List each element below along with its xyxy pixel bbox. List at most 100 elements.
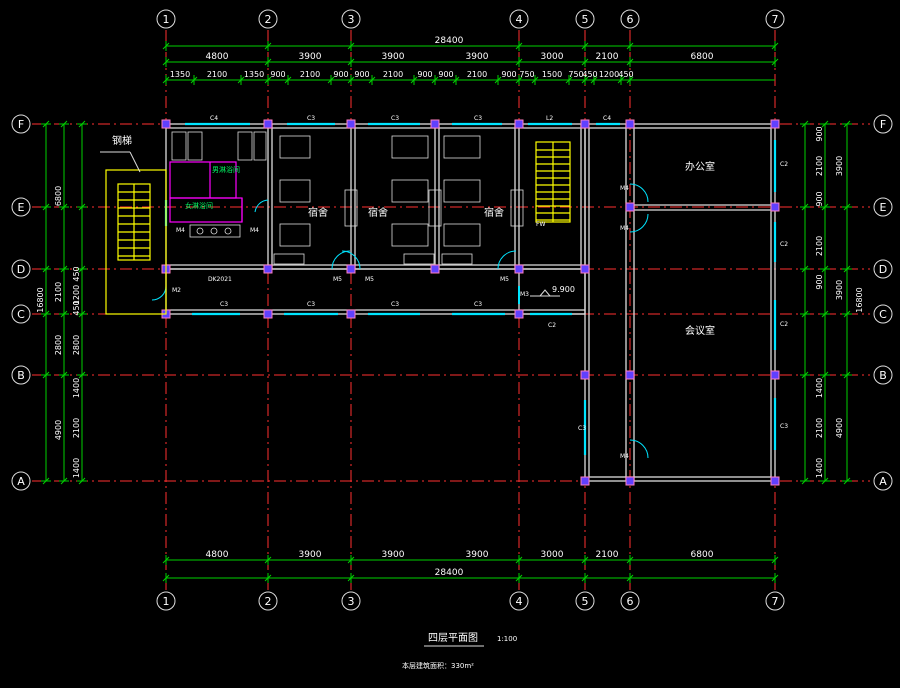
axis-bubble-right-B: B — [873, 365, 893, 385]
left-lower-dim: 2800 — [54, 335, 63, 355]
column — [580, 370, 590, 380]
bay-dim-4: 3900 — [466, 52, 489, 62]
window-tag: C4 — [210, 115, 218, 122]
axis-bubble-top-2: 2 — [258, 9, 278, 29]
door-tag: M4 — [176, 227, 185, 234]
axis-bubble-bottom-6: 6 — [620, 591, 640, 611]
axis-bubble-right-F: F — [873, 114, 893, 134]
right-inner-dim: 2100 — [815, 236, 824, 256]
axis-bubble-left-E: E — [11, 197, 31, 217]
door-tag: M5 — [365, 276, 374, 283]
column — [263, 309, 273, 319]
svg-text:D: D — [879, 263, 887, 276]
sub-dim: 900 — [354, 70, 369, 79]
right-inner-dim: 1400 — [815, 458, 824, 478]
window-tag: C4 — [603, 115, 611, 122]
left-inner-dim: 450 — [72, 300, 81, 315]
title-block: 四层平面图 1:100 本层建筑面积：330m² — [402, 632, 517, 670]
bay-dim-bottom-2: 3900 — [299, 550, 322, 560]
sub-dim: 1350 — [170, 70, 190, 79]
axis-bubble-top-4: 4 — [509, 9, 529, 29]
door-tag: M3 — [520, 291, 529, 298]
svg-text:E: E — [880, 201, 887, 214]
column — [580, 119, 590, 129]
svg-text:B: B — [879, 369, 887, 382]
total-dimension-bottom: 28400 — [435, 568, 464, 578]
window-tag: C3 — [391, 301, 399, 308]
right-inner-dim: 900 — [815, 126, 824, 141]
dorm-label-2: 宿舍 — [368, 206, 388, 219]
washroom-labels: 男淋浴间 女淋浴间 — [185, 165, 240, 210]
sub-dim: 1350 — [244, 70, 264, 79]
svg-text:F: F — [880, 118, 886, 131]
sub-dim: 1500 — [542, 70, 562, 79]
elevation-label: 9.900 — [552, 285, 575, 294]
right-inner-dim: 900 — [815, 274, 824, 289]
sub-dim: 900 — [438, 70, 453, 79]
column — [161, 119, 171, 129]
axis-bubble-bottom-7: 7 — [765, 591, 785, 611]
left-total-dim: 16800 — [36, 287, 45, 312]
column — [430, 119, 440, 129]
stair-label-leader — [100, 151, 141, 173]
column — [625, 202, 635, 212]
svg-text:A: A — [879, 475, 887, 488]
svg-text:1: 1 — [163, 595, 170, 608]
svg-text:1: 1 — [163, 13, 170, 26]
structural-columns — [161, 119, 780, 486]
window-tag: C3 — [307, 115, 315, 122]
svg-text:4: 4 — [516, 595, 523, 608]
window-tag: C3 — [474, 301, 482, 308]
axis-bubble-top-1: 1 — [156, 9, 176, 29]
window-tag: C2 — [780, 241, 788, 248]
door-tag: M2 — [172, 287, 181, 294]
axis-bubble-left-D: D — [11, 259, 31, 279]
axis-bubble-right-E: E — [873, 197, 893, 217]
right-total-dim: 16800 — [855, 287, 864, 312]
sub-dim: 900 — [417, 70, 432, 79]
bay-dim-bottom-4: 3900 — [466, 550, 489, 560]
column — [346, 119, 356, 129]
women-washroom-label: 女淋浴间 — [185, 201, 213, 210]
left-inner-dim: 450 — [72, 266, 81, 281]
svg-text:2: 2 — [265, 595, 272, 608]
window-tag: L2 — [546, 115, 553, 122]
bay-dim-bottom-5: 3000 — [541, 550, 564, 560]
axis-bubble-bottom-2: 2 — [258, 591, 278, 611]
bay-dim-bottom-6: 2100 — [596, 550, 619, 560]
svg-text:A: A — [17, 475, 25, 488]
column — [625, 370, 635, 380]
window-tag: C3 — [780, 423, 788, 430]
sub-dim: 450 — [582, 70, 597, 79]
axis-bubble-right-D: D — [873, 259, 893, 279]
fire-window-tag: FW — [536, 221, 545, 228]
column — [514, 309, 524, 319]
right-inner-dim: 900 — [815, 191, 824, 206]
bay-dim-5: 3000 — [541, 52, 564, 62]
elevation-marker — [530, 289, 560, 297]
dorm-beds — [273, 135, 524, 265]
sub-dim: 2100 — [467, 70, 487, 79]
svg-text:4: 4 — [516, 13, 523, 26]
left-lower-dim: 4900 — [54, 420, 63, 440]
svg-text:7: 7 — [772, 13, 779, 26]
washroom-fixtures — [171, 131, 267, 238]
svg-text:6: 6 — [627, 13, 634, 26]
svg-text:3: 3 — [348, 13, 355, 26]
axis-bubble-left-B: B — [11, 365, 31, 385]
svg-text:F: F — [18, 118, 24, 131]
east-block-outline — [584, 123, 776, 482]
left-inner-dim: 2100 — [72, 418, 81, 438]
duct-tag: DK2021 — [208, 276, 232, 283]
column — [580, 264, 590, 274]
windows — [164, 122, 777, 455]
sub-dim: 900 — [270, 70, 285, 79]
bay-dim-3: 3900 — [382, 52, 405, 62]
dimension-ticks — [41, 41, 852, 583]
door-tag: M4 — [250, 227, 259, 234]
column — [346, 264, 356, 274]
room-labels: 钢梯 宿舍 宿舍 宿舍 办公室 会议室 — [112, 134, 715, 337]
column — [514, 119, 524, 129]
axis-bubble-bottom-3: 3 — [341, 591, 361, 611]
